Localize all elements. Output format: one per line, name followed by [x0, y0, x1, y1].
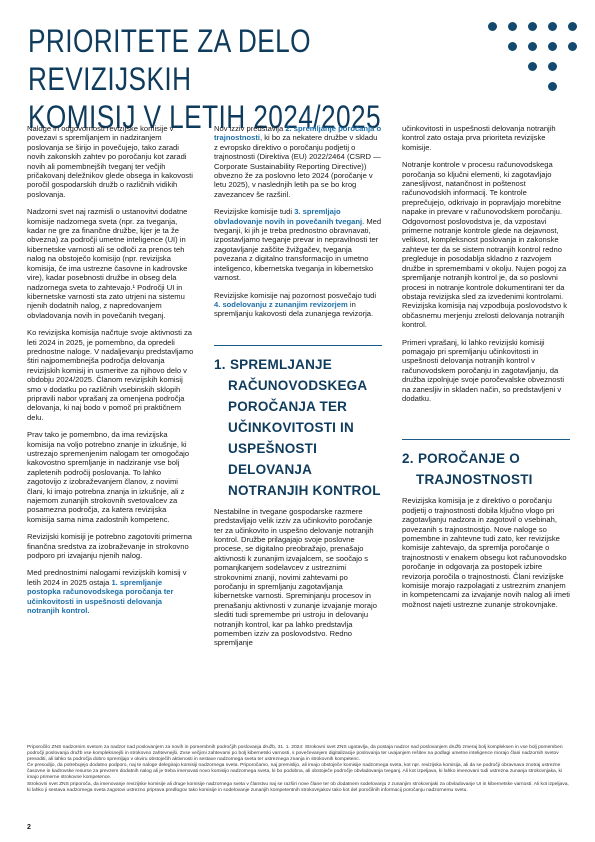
footnote: Če presodijo, da potrebujejo dodatno pod…	[27, 763, 563, 781]
page-title: PRIORITETE ZA DELO REVIZIJSKIH KOMISIJ V…	[28, 22, 438, 136]
text: Revizijske komisije tudi	[214, 207, 295, 217]
paragraph: Revizijske komisije naj pozornost posveč…	[214, 291, 382, 319]
text: in spremljanju kakovosti dela zunanjega …	[214, 299, 374, 319]
paragraph: Naloge in odgovornosti revizijske komisi…	[27, 124, 193, 199]
highlight-text: 4. sodelovanju z zunanjim revizorjem	[214, 299, 348, 309]
footnotes: Priporočilo ZNS nadzornim svetom za nadz…	[27, 745, 572, 794]
footnote: Strokovni svet ZNS priporoča, da imenova…	[27, 781, 569, 793]
section-divider	[402, 439, 570, 441]
text: Nov izziv predstavlja	[214, 124, 286, 133]
paragraph: Prav tako je pomembno, da ima revizijska…	[27, 430, 190, 524]
section-number: 2.	[402, 451, 414, 467]
column-3: učinkovitosti in uspešnosti delovanja no…	[402, 124, 570, 617]
title-line-2: KOMISIJ V LETIH 2024/2025	[28, 99, 381, 135]
paragraph: Primeri vprašanj, ki lahko revizijski ko…	[402, 337, 565, 403]
paragraph: Nov izziv predstavlja 2. spremljanje por…	[214, 124, 382, 199]
column-2: Nov izziv predstavlja 2. spremljanje por…	[214, 124, 382, 656]
text: Med prednostnimi nalogami revizijskih ko…	[27, 568, 187, 587]
text: . Med tveganji, ki jih je treba prednost…	[214, 216, 382, 283]
paragraph: Revizijski komisiji je potrebno zagotovi…	[27, 532, 193, 561]
paragraph: učinkovitosti in uspešnosti delovanja no…	[402, 124, 556, 152]
text: Revizijske komisije naj pozornost posveč…	[214, 290, 377, 300]
highlight-text: 3. spremljajo obvladovanje novih in pove…	[214, 207, 363, 226]
heading-line: POROČANJE O	[417, 451, 520, 467]
heading-line: UČINKOVITOSTI IN	[228, 419, 354, 435]
paragraph: Revizijska komisija je z direktivo o por…	[402, 496, 570, 609]
highlight-text: 1. spremljanje postopka računovodskega p…	[27, 577, 174, 616]
dots-logo-icon	[488, 22, 578, 92]
paragraph: Ko revizijska komisija načrtuje svoje ak…	[27, 328, 194, 422]
page-header: PRIORITETE ZA DELO REVIZIJSKIH KOMISIJ V…	[28, 22, 448, 136]
highlight-text: 2. spremljanje poročanja o trajnostnosti	[214, 124, 382, 143]
text: , ki bo za nekatere družbe v skladu z ev…	[214, 133, 381, 199]
title-line-1: PRIORITETE ZA DELO REVIZIJSKIH	[28, 23, 311, 97]
paragraph: Med prednostnimi nalogami revizijskih ko…	[27, 568, 195, 615]
section-2-heading: 2. POROČANJE O TRAJNOSTNOSTI	[402, 448, 570, 490]
heading-line: NOTRANJIH KONTROL	[228, 482, 381, 498]
heading-line: POROČANJA TER	[228, 398, 348, 414]
paragraph: Notranje kontrole v procesu računovodske…	[402, 160, 568, 330]
column-1: Naloge in odgovornosti revizijske komisi…	[27, 124, 195, 624]
heading-line: RAČUNOVODSKEGA	[228, 377, 368, 393]
heading-line: TRAJNOSTNOSTI	[416, 472, 533, 488]
section-1-heading: 1. SPREMLJANJE RAČUNOVODSKEGA POROČANJA …	[214, 354, 382, 501]
paragraph: Nestabilne in tvegane gospodarske razmer…	[214, 506, 377, 648]
footnote: Priporočilo ZNS nadzornim svetom za nadz…	[27, 745, 563, 763]
section-divider	[214, 344, 382, 346]
heading-line: USPEŠNOSTI DELOVANJA	[228, 440, 318, 477]
paragraph: Revizijske komisije tudi 3. spremljajo o…	[214, 207, 382, 282]
paragraph: Nadzorni svet naj razmisli o ustanovitvi…	[27, 207, 188, 320]
section-number: 1.	[214, 356, 226, 372]
page-number: 2	[27, 824, 31, 831]
heading-line: SPREMLJANJE	[229, 356, 332, 372]
